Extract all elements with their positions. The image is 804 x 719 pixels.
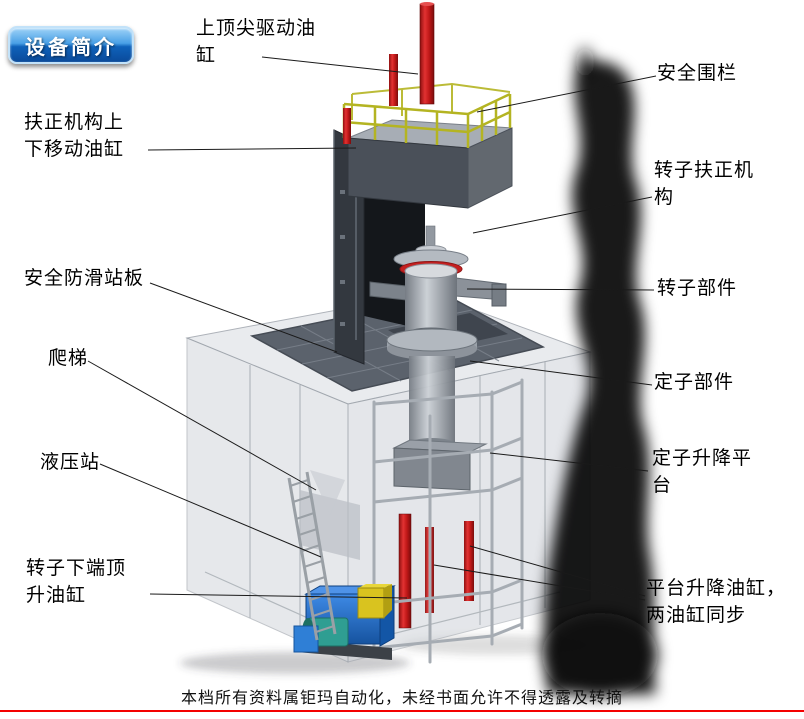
leader-top-tip xyxy=(261,56,419,75)
leader-antislip xyxy=(149,282,338,353)
lifting-cage xyxy=(372,378,524,664)
callout-rotor-jack-cylinder: 转子下端顶 升油缸 xyxy=(26,558,127,606)
callout-lines xyxy=(87,56,657,601)
leader-rotor-part xyxy=(466,288,655,291)
callout-rotor-component: 转子部件 xyxy=(657,278,738,299)
smoke-shadow xyxy=(542,47,658,697)
callout-anti-slip-platform: 安全防滑站板 xyxy=(24,268,145,289)
title-badge-label: 设备简介 xyxy=(25,36,117,59)
leader-platform-cyl-a xyxy=(469,545,646,597)
bottom-divider xyxy=(0,710,804,712)
callout-top-tip-cylinder: 上顶尖驱动油 缸 xyxy=(196,18,317,66)
callout-centering-cylinder: 扶正机构上 下移动油缸 xyxy=(24,112,125,160)
head-box xyxy=(347,119,513,209)
top-drive-cylinders xyxy=(343,2,435,144)
rotor-assembly xyxy=(369,225,507,360)
leader-platform-cyl-b xyxy=(433,564,646,601)
leader-fence xyxy=(476,75,657,113)
callout-hydraulic-station: 液压站 xyxy=(40,452,101,473)
callout-rotor-centering: 转子扶正机 构 xyxy=(654,160,755,208)
hydraulic-station-graphic xyxy=(293,584,396,660)
leader-hydraulic xyxy=(99,463,322,558)
leader-centering-cyl xyxy=(147,147,357,151)
footer-note: 本档所有资料属钜玛自动化，未经书面允许不得透露及转摘 xyxy=(180,690,623,707)
safety-railing xyxy=(342,82,512,148)
callout-stator-lift-platform: 定子升降平 台 xyxy=(652,448,753,496)
callout-ladder: 爬梯 xyxy=(48,348,89,369)
leader-stator-platform xyxy=(489,452,649,472)
title-badge: 设备简介 xyxy=(8,26,134,64)
callout-platform-lift-cylinders: 平台升降油缸， 两油缸同步 xyxy=(646,578,787,626)
callout-stator-component: 定子部件 xyxy=(654,372,735,393)
leader-rotor-jack xyxy=(149,593,408,599)
ladder-graphic xyxy=(287,470,360,641)
callout-safety-fence: 安全围栏 xyxy=(657,63,738,84)
leader-stator-part xyxy=(469,360,653,386)
leader-ladder xyxy=(87,360,317,491)
leader-rotor-centering xyxy=(472,196,653,234)
